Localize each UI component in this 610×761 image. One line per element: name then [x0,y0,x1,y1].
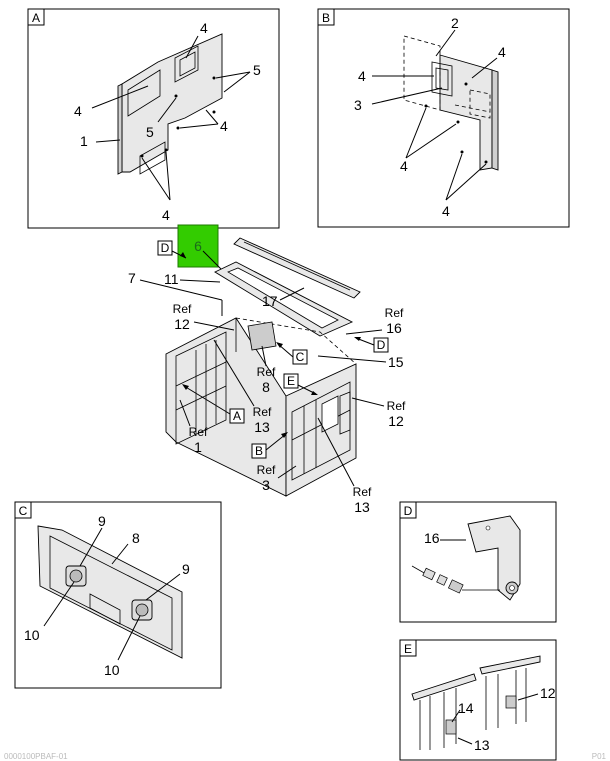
footer-id-left: 0000100PBAF-01 [4,752,68,761]
detail-panel-a: A 4 5 4 5 4 1 4 [27,8,280,229]
view-tag-b[interactable]: B [255,444,263,458]
callout-b-3: 3 [354,97,362,113]
view-tag-a[interactable]: A [233,409,241,423]
callout-b-4-lower: 4 [400,158,408,174]
callout-c-9-right: 9 [182,561,190,577]
panel-d-label: D [404,504,413,518]
ref-word-13-right: Ref [353,485,372,499]
panel-a-label: A [32,11,40,25]
view-tag-e[interactable]: E [287,374,295,388]
ref-number-8: 8 [262,379,270,395]
ref-word-1: Ref [189,425,208,439]
view-tag-d-right[interactable]: D [377,338,386,352]
callout-a-1: 1 [80,133,88,149]
callout-b-2: 2 [451,15,459,31]
callout-a-5-right: 5 [253,62,261,78]
detail-panel-e: E 14 12 13 [399,639,557,761]
detail-panel-d: D 16 [399,501,557,623]
callout-e-13: 13 [474,737,490,753]
ref-number-3: 3 [262,477,270,493]
ref-word-3: Ref [257,463,276,477]
callout-b-4-bottom: 4 [442,203,450,219]
callout-c-10-left: 10 [24,627,40,643]
ref-word-8: Ref [257,365,276,379]
view-tag-d-top[interactable]: D [161,241,170,255]
ref-number-13-mid: 13 [254,419,270,435]
callout-d-16: 16 [424,530,440,546]
callout-c-10-bottom: 10 [104,662,120,678]
callout-11: 11 [164,271,179,287]
callout-c-9-top: 9 [98,513,106,529]
ref-word-12-left: Ref [173,302,192,316]
detail-panel-c: C 9 8 9 10 10 [14,501,222,689]
ref-number-1: 1 [194,439,202,455]
callout-a-4-bottom: 4 [162,207,170,223]
view-tag-c[interactable]: C [296,350,305,364]
callout-a-5-mid: 5 [146,124,154,140]
callout-7: 7 [128,270,136,286]
panel-b-label: B [322,11,330,25]
detail-panel-b: B 2 4 4 3 4 4 [317,8,570,228]
ref-number-16: 16 [386,320,402,336]
callout-17: 17 [262,293,278,309]
panel-c-label: C [19,504,28,518]
footer-id-right: P01 [592,752,607,761]
callout-a-4-left: 4 [74,103,82,119]
ref-word-16: Ref [385,306,404,320]
highlight-label-6[interactable]: 6 [194,238,202,254]
ref-number-12-left: 12 [174,316,190,332]
ref-number-12-right: 12 [388,413,404,429]
callout-b-4-right: 4 [498,44,506,60]
ref-number-13-right: 13 [354,499,370,515]
callout-b-4-left: 4 [358,68,366,84]
ref-word-12-right: Ref [387,399,406,413]
callout-a-4-mid: 4 [220,118,228,134]
callout-e-12: 12 [540,685,556,701]
callout-c-8: 8 [132,530,140,546]
main-assembly: 6 D C [128,224,406,515]
callout-a-4-top: 4 [200,20,208,36]
callout-e-14: 14 [458,700,474,716]
callout-15: 15 [388,354,404,370]
panel-e-label: E [404,642,412,656]
ref-word-13-mid: Ref [253,405,272,419]
